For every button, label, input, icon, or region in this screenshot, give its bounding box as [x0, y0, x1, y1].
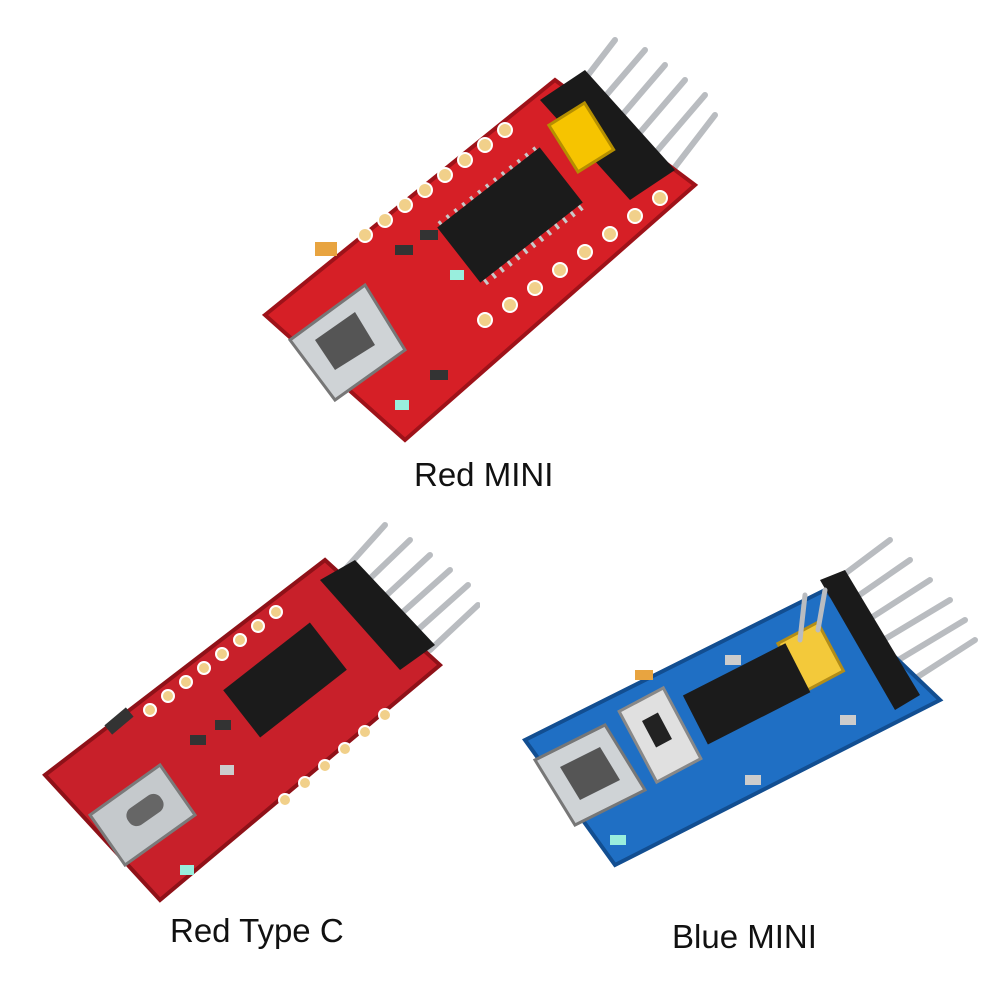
- pin-header: [540, 70, 675, 200]
- mini-usb-icon: [532, 723, 648, 827]
- red-typec-board-photo: [42, 522, 480, 903]
- jumper: [775, 587, 846, 695]
- pin-header: [820, 570, 920, 710]
- through-holes: [143, 605, 392, 807]
- jumper: [546, 100, 616, 174]
- mini-usb-icon: [287, 282, 408, 403]
- blue-mini-caption: Blue MINI: [672, 918, 817, 955]
- smd-components: [610, 655, 856, 845]
- usb-c-icon: [87, 762, 198, 868]
- smd-components: [315, 230, 464, 410]
- ftdi-chip: [682, 643, 811, 745]
- pin-header: [320, 560, 435, 670]
- ftdi-chip: [223, 622, 347, 738]
- red-mini-caption: Red MINI: [414, 456, 554, 493]
- red-mini-board-photo: [261, 37, 718, 443]
- blue-mini-board-photo: [522, 537, 978, 868]
- through-holes: [357, 122, 668, 328]
- ftdi-chip: [437, 146, 584, 286]
- red-typec-caption: Red Type C: [170, 912, 344, 949]
- slide-switch: [617, 685, 703, 785]
- smd-components: [104, 707, 234, 875]
